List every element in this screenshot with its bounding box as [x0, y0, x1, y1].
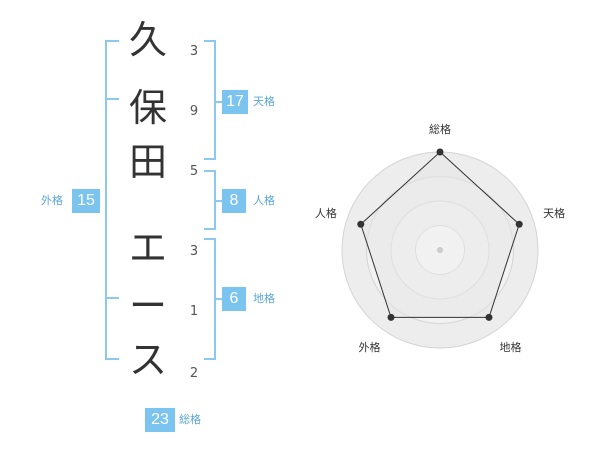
bracket-tick — [204, 158, 216, 160]
radar-point-4 — [387, 313, 395, 321]
radar-point-5 — [357, 220, 365, 228]
gaikaku-bracket — [105, 41, 107, 359]
stroke-count-1: 3 — [189, 44, 199, 59]
bracket-tick — [204, 358, 216, 360]
chikaku-label: 地格 — [253, 292, 275, 305]
gaikaku-value-badge: 15 — [72, 189, 100, 213]
name-char-2: 保 — [128, 86, 167, 130]
bracket-tick — [204, 170, 216, 172]
radar-axis-label-1: 総格 — [429, 122, 451, 136]
name-char-4: エ — [128, 226, 167, 270]
radar-axis-label-4: 外格 — [359, 340, 381, 354]
bracket-connector — [214, 101, 222, 103]
radar-polygon — [360, 151, 520, 318]
tenkaku-value-badge: 17 — [222, 90, 248, 114]
bracket-tick — [105, 40, 119, 42]
bracket-tick — [105, 358, 119, 360]
stroke-count-6: 2 — [189, 366, 199, 381]
chikaku-value-badge: 6 — [222, 287, 246, 311]
name-char-3: 田 — [128, 140, 167, 184]
name-char-5: ー — [128, 284, 167, 328]
soukaku-label: 総格 — [179, 413, 201, 426]
tenkaku-bracket — [214, 41, 216, 159]
radar-point-3 — [485, 313, 493, 321]
radar-center-dot — [437, 247, 443, 253]
bracket-connector — [214, 200, 222, 202]
bracket-tick — [105, 297, 119, 299]
radar-axis-label-2: 天格 — [543, 206, 565, 220]
name-char-1: 久 — [128, 18, 167, 62]
bracket-tick — [105, 98, 119, 100]
bracket-tick — [204, 228, 216, 230]
soukaku-value-badge: 23 — [145, 408, 175, 432]
bracket-tick — [204, 238, 216, 240]
gaikaku-label: 外格 — [41, 194, 63, 207]
name-char-6: ス — [128, 338, 167, 382]
radar-axis-label-5: 人格 — [315, 206, 337, 220]
jinkaku-value-badge: 8 — [222, 189, 246, 213]
stroke-count-3: 5 — [189, 164, 199, 179]
radar-point-2 — [515, 220, 523, 228]
radar-point-1 — [436, 148, 444, 156]
stroke-count-4: 3 — [189, 244, 199, 259]
tenkaku-label: 天格 — [253, 95, 275, 108]
bracket-tick — [204, 40, 216, 42]
jinkaku-label: 人格 — [253, 194, 275, 207]
stroke-count-2: 9 — [189, 104, 199, 119]
radar-axis-label-3: 地格 — [500, 340, 522, 354]
bracket-connector — [214, 298, 222, 300]
stroke-count-5: 1 — [189, 304, 199, 319]
